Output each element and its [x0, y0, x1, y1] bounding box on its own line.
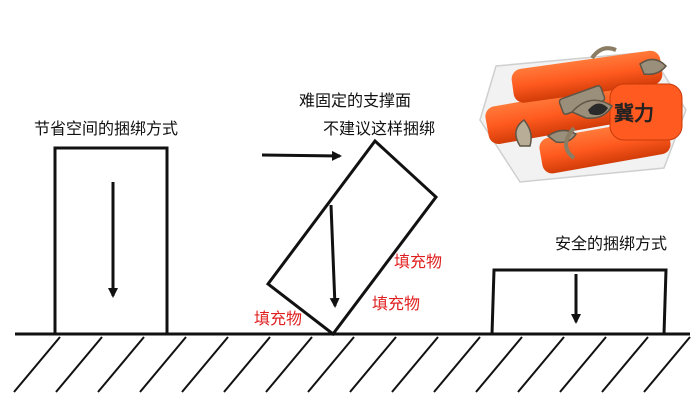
hatch-line: [391, 336, 439, 393]
space-saving-method: 节省空间的捆绑方式: [34, 119, 178, 336]
cargo-box-tilted: [265, 138, 439, 337]
cargo-box-upright: [53, 146, 169, 336]
label-not-recommended: 不建议这样捆绑: [323, 119, 435, 138]
right-arrow-icon: [261, 150, 342, 161]
cargo-box-low: [490, 268, 668, 335]
label-hard-support: 难固定的支撑面: [299, 91, 411, 110]
hatch-line: [265, 336, 313, 393]
hatch-line: [433, 336, 481, 393]
logo-mark: [588, 103, 608, 116]
hatch-line: [307, 336, 355, 393]
hatch-line: [181, 336, 229, 393]
safe-method: 安全的捆绑方式: [490, 234, 668, 335]
down-arrow-icon: [329, 204, 340, 308]
hatch-line: [517, 336, 565, 393]
hatch-line: [559, 336, 607, 393]
ratchet-strap-product-icon: 冀力: [479, 46, 687, 183]
unstable-support-method: 难固定的支撑面 不建议这样捆绑 填充物 填充物 填充物: [254, 91, 442, 337]
ground-hatching: [13, 336, 691, 393]
label-filler: 填充物: [254, 309, 302, 328]
label-safe: 安全的捆绑方式: [555, 234, 667, 253]
hatch-line: [601, 336, 649, 393]
label-space-saving: 节省空间的捆绑方式: [34, 119, 178, 138]
hatch-line: [139, 336, 187, 393]
hatch-line: [13, 336, 61, 393]
hatch-line: [475, 336, 523, 393]
brand-logo-text: 冀力: [614, 101, 654, 125]
label-filler: 填充物: [372, 294, 420, 313]
hatch-line: [349, 336, 397, 393]
hatch-line: [55, 336, 103, 393]
hatch-line: [223, 336, 271, 393]
ground: [13, 332, 691, 393]
hatch-line: [643, 336, 691, 393]
label-filler: 填充物: [394, 252, 442, 271]
hatch-line: [97, 336, 145, 393]
